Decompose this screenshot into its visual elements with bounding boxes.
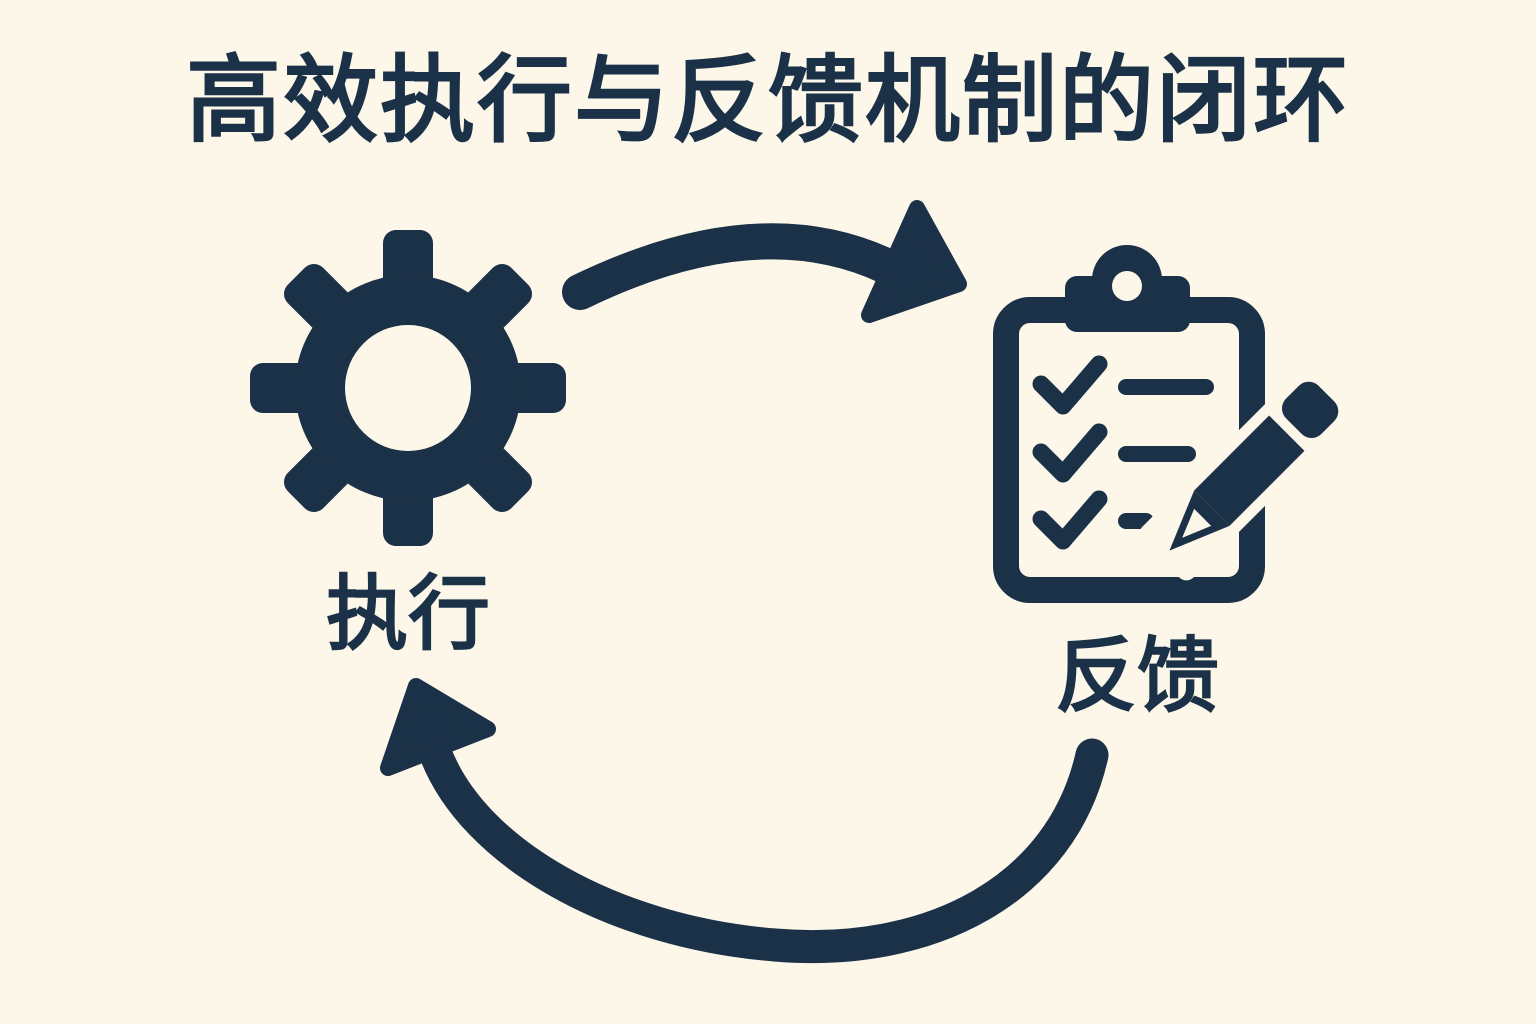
checklist-lines xyxy=(1118,379,1214,529)
gear-hole xyxy=(345,325,471,451)
label-feedback: 反馈 xyxy=(1054,629,1220,724)
pencil-tip-hollow xyxy=(1182,508,1212,538)
checkmark-icons xyxy=(1032,355,1108,550)
page-title: 高效执行与反馈机制的闭环 xyxy=(185,46,1350,156)
arrow-feedback-to-execution xyxy=(380,678,1109,964)
clipboard-icon xyxy=(993,245,1355,603)
clipboard-clip xyxy=(1065,245,1190,332)
gear-icon xyxy=(250,230,566,546)
arrow-execution-to-feedback xyxy=(562,200,967,323)
arrowhead-right-icon xyxy=(861,200,967,323)
label-execution: 执行 xyxy=(325,567,491,662)
arrowhead-up-left-icon xyxy=(380,678,496,776)
pencil-eraser xyxy=(1281,381,1339,439)
pencil-icon xyxy=(1139,365,1355,581)
pencil-body xyxy=(1194,415,1305,526)
